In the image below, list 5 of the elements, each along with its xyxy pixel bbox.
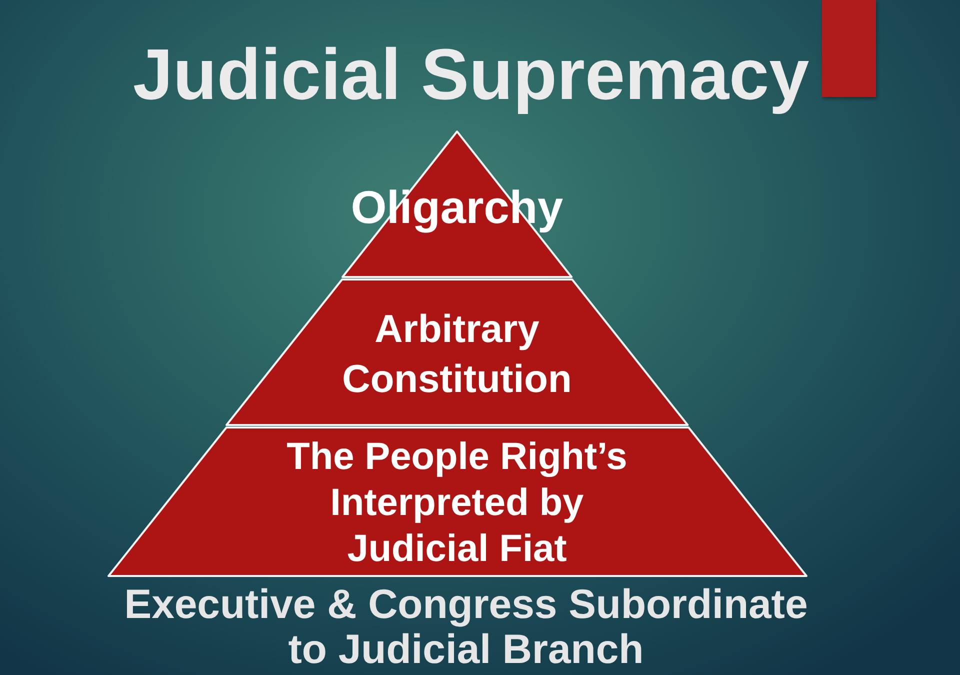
- slide-title: Judicial Supremacy: [132, 34, 810, 117]
- tier-label: The People Right’s Interpreted by Judicial Fiat: [286, 435, 628, 572]
- pyramid-tier: [106, 426, 808, 577]
- tier-label: Arbitrary Constitution: [341, 307, 573, 403]
- pyramid-caption: Executive & Congress Subordinate to Judicial Branch: [123, 582, 809, 672]
